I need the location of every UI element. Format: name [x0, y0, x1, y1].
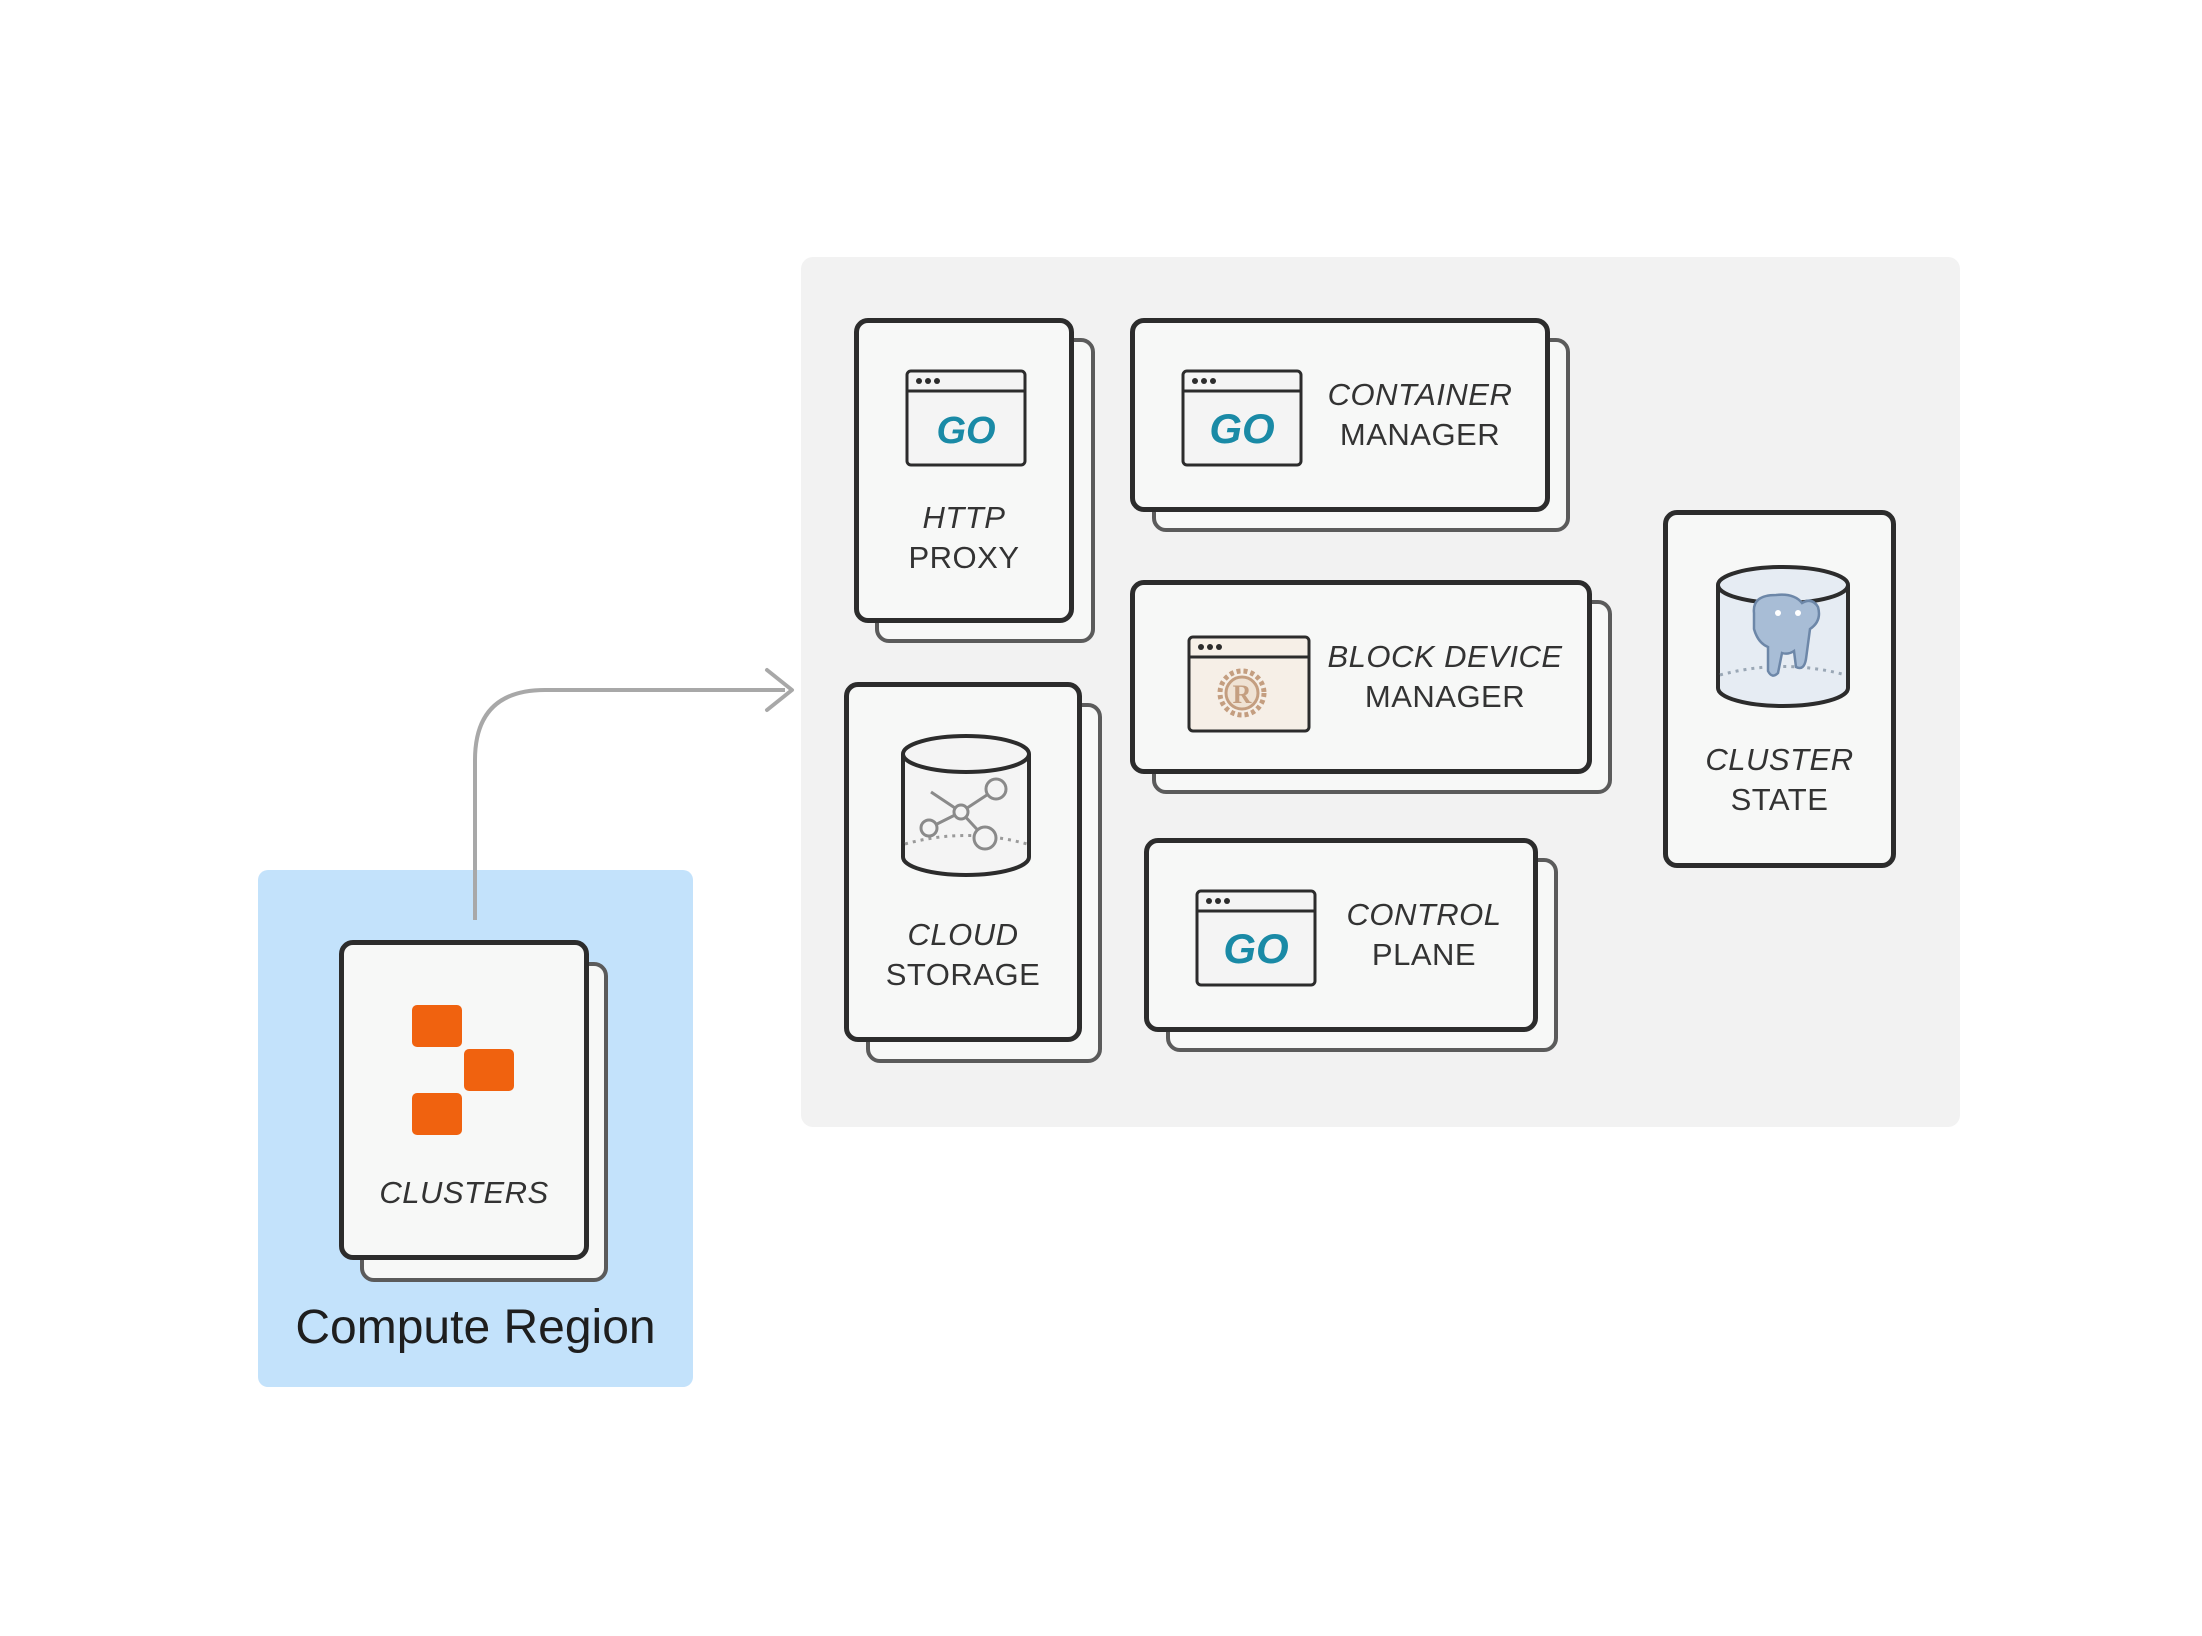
control-plane-card[interactable]: GO CONTROL PLANE [1144, 838, 1538, 1032]
svg-text:R: R [1233, 680, 1252, 709]
block-device-manager-label: BLOCK DEVICE MANAGER [1327, 639, 1563, 714]
go-logo-text: GO [936, 410, 995, 452]
cloud-storage-label: CLOUD STORAGE [885, 917, 1041, 992]
object-storage-database-icon [901, 734, 1031, 877]
stacked-blocks-logo-icon [412, 1005, 514, 1135]
go-logo-text: GO [1223, 925, 1288, 972]
go-window-icon: GO [1181, 369, 1303, 467]
cluster-state-label: CLUSTER STATE [1705, 742, 1854, 817]
control-plane-label: CONTROL PLANE [1346, 897, 1502, 972]
postgres-database-icon [1716, 565, 1850, 708]
http-proxy-card[interactable]: GO HTTP PROXY [854, 318, 1074, 623]
cloud-storage-card[interactable]: CLOUD STORAGE [844, 682, 1082, 1042]
block-device-manager-card[interactable]: R BLOCK DEVICE MANAGER [1130, 580, 1592, 774]
clusters-card[interactable]: CLUSTERS [339, 940, 589, 1260]
region-title: Compute Region [295, 1301, 656, 1354]
rust-window-icon: R [1187, 635, 1311, 733]
http-proxy-label: HTTP PROXY [908, 500, 1020, 575]
container-manager-card[interactable]: GO CONTAINER MANAGER [1130, 318, 1550, 512]
go-window-icon: GO [905, 369, 1027, 467]
go-logo-text: GO [1209, 405, 1274, 452]
cluster-state-card[interactable]: CLUSTER STATE [1663, 510, 1896, 868]
container-manager-label: CONTAINER MANAGER [1327, 377, 1513, 452]
go-window-icon: GO [1195, 889, 1317, 987]
clusters-label: CLUSTERS [379, 1175, 549, 1210]
